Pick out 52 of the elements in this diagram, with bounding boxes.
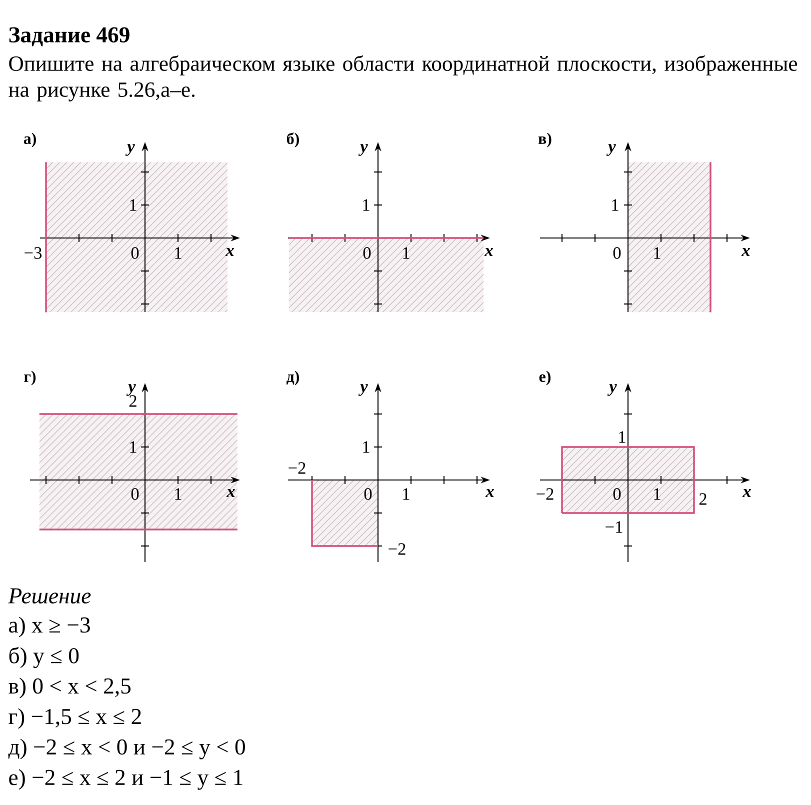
tick-label: 1 xyxy=(612,199,618,211)
tick-label: 1 xyxy=(654,488,660,500)
solution-line: д) −2 ≤ x < 0 и −2 ≤ y < 0 xyxy=(8,738,245,760)
tick-label: 0 xyxy=(363,247,371,259)
tick-label: 1 xyxy=(175,247,182,259)
tick-label: 0 xyxy=(613,247,621,259)
tick-label: 1 xyxy=(363,441,370,453)
axis-label: x xyxy=(484,248,493,256)
tick-label: 0 xyxy=(613,488,621,500)
panel-letter: д) xyxy=(286,370,299,386)
tick-label: 0 xyxy=(131,247,139,259)
solution-heading: Решение xyxy=(8,588,91,604)
panel-letter: г) xyxy=(24,370,36,386)
axis-label: x xyxy=(226,489,235,497)
tick-label: 1 xyxy=(363,199,370,211)
tick-label: 1 xyxy=(403,247,410,259)
tick-label: 1 xyxy=(654,247,660,259)
tick-label: 1 xyxy=(619,431,626,443)
axis-label: x xyxy=(225,248,234,256)
axis-label: x xyxy=(485,489,494,497)
panel-letter: в) xyxy=(538,132,552,148)
axis-label: y xyxy=(125,144,135,156)
solution-line: е) −2 ≤ x ≤ 2 и −1 ≤ y ≤ 1 xyxy=(9,769,242,790)
axis-label: y xyxy=(607,384,617,396)
axis-label: x xyxy=(741,248,750,256)
tick-label: 1 xyxy=(130,199,136,211)
axis-label: y xyxy=(358,384,368,396)
axis-label: y xyxy=(358,144,368,156)
tick-label: 0 xyxy=(131,488,139,500)
tick-label: 1 xyxy=(130,441,136,453)
tick-label: 1 xyxy=(175,488,182,500)
tick-label: −2 xyxy=(388,543,406,555)
tick-label: 2 xyxy=(699,493,706,505)
axis-label: y xyxy=(606,144,616,156)
task-text: Опишите на алгебраическом языке области координатной плоскости, изображенные на рисунке 5.26,а–е. xyxy=(8,55,798,102)
tick-label: −2 xyxy=(288,462,306,474)
panel-letter: б) xyxy=(286,132,299,148)
tick-label: 0 xyxy=(364,488,372,500)
tick-label: −3 xyxy=(24,247,42,259)
tick-label: 1 xyxy=(403,488,410,500)
tick-label: −2 xyxy=(536,488,554,500)
tick-label: −1 xyxy=(606,521,622,533)
solution-line: в) 0 < x < 2,5 xyxy=(8,678,131,698)
heading: Задание 469 xyxy=(9,27,130,46)
axis-label: y xyxy=(126,384,136,396)
solution-line: а) x ≥ −3 xyxy=(9,616,90,638)
panel-letter: а) xyxy=(24,132,36,148)
solution-line: б) y ≤ 0 xyxy=(9,646,79,668)
solution-line: г) −1,5 ≤ x ≤ 2 xyxy=(8,708,141,729)
axis-label: x xyxy=(742,489,751,497)
panel-letter: е) xyxy=(539,370,551,386)
tick-label: 2 xyxy=(129,395,136,407)
